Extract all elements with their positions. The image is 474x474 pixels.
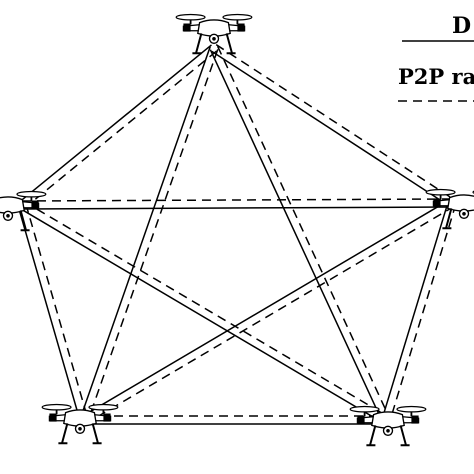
direct-link-top-right xyxy=(211,50,451,207)
direct-link-left-bottom-left xyxy=(17,205,81,422)
direct-link-left-right xyxy=(22,206,453,210)
legend-direct-label: D xyxy=(452,13,471,39)
links-layer xyxy=(17,44,457,425)
direct-link-top-left xyxy=(18,44,212,203)
legend: D P2P ra xyxy=(398,13,474,102)
drone-icon-bottom-right xyxy=(349,405,427,447)
direct-link-right-bottom-right xyxy=(381,201,449,420)
direct-link-top-bottom-left xyxy=(79,46,211,419)
direct-link-left-bottom-right xyxy=(19,207,385,425)
p2p-link-top-right xyxy=(215,44,455,201)
p2p-link-left-right xyxy=(21,198,452,202)
p2p-link-top-bottom-left xyxy=(87,49,219,422)
p2p-link-left-bottom-left xyxy=(25,203,89,420)
p2p-link-top-left xyxy=(24,50,218,209)
p2p-link-left-bottom-right xyxy=(23,200,389,418)
drone-icon-top xyxy=(175,13,253,55)
p2p-link-right-bottom-left xyxy=(85,205,455,425)
legend-p2p-label: P2P ra xyxy=(398,64,474,89)
p2p-link-top-bottom-right xyxy=(216,46,391,419)
direct-link-top-bottom-right xyxy=(209,49,384,422)
direct-link-right-bottom-left xyxy=(81,198,451,418)
p2p-link-right-bottom-right xyxy=(389,203,457,422)
